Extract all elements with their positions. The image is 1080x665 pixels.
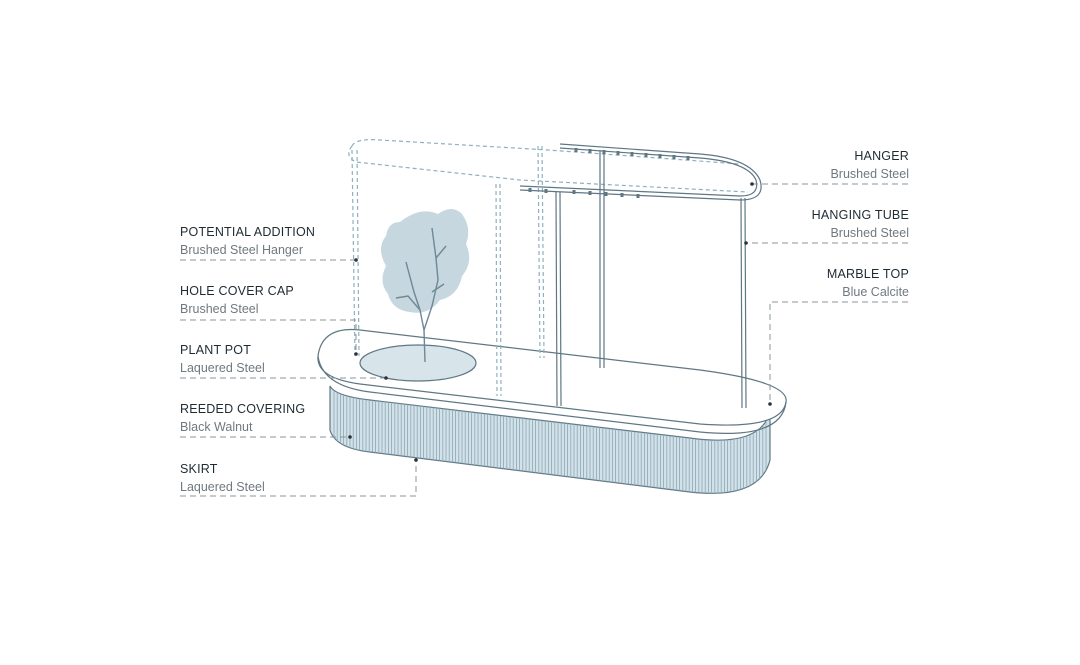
callout-material: Laquered Steel <box>180 479 265 494</box>
tree-trunk <box>395 227 447 363</box>
callout-marble-top: MARBLE TOP Blue Calcite <box>827 268 909 298</box>
callout-potential-addition: POTENTIAL ADDITION Brushed Steel Hanger <box>180 226 315 256</box>
callout-skirt: SKIRT Laquered Steel <box>180 463 265 493</box>
leader-dots <box>348 182 772 462</box>
callout-title: HANGING TUBE <box>811 208 909 222</box>
marble-top-edge <box>317 355 787 434</box>
callout-material: Brushed Steel Hanger <box>180 242 303 257</box>
callout-material: Laquered Steel <box>180 360 265 375</box>
callout-material: Brushed Steel <box>830 225 909 240</box>
callout-title: PLANT POT <box>180 343 252 357</box>
hanger-rail <box>519 143 762 201</box>
callout-hanger: HANGER Brushed Steel <box>830 150 909 180</box>
callout-hole-cover-cap: HOLE COVER CAP Brushed Steel <box>180 285 294 315</box>
leader-marble-top <box>769 301 908 404</box>
callout-material: Brushed Steel <box>830 166 909 181</box>
callout-reeded-covering: REEDED COVERING Black Walnut <box>180 403 305 433</box>
plant-pot <box>359 344 477 382</box>
leader-skirt <box>180 460 417 497</box>
leader-hole-cover-cap <box>180 319 357 354</box>
callout-plant-pot: PLANT POT Laquered Steel <box>180 344 265 374</box>
hanger-hooks <box>528 148 690 198</box>
callout-title: HOLE COVER CAP <box>180 284 294 298</box>
callout-title: HANGER <box>854 149 909 163</box>
callout-title: POTENTIAL ADDITION <box>180 225 316 239</box>
leader-lines <box>180 183 908 497</box>
callout-title: REEDED COVERING <box>180 402 306 416</box>
hanging-tubes <box>555 150 747 409</box>
callout-material: Black Walnut <box>180 419 253 434</box>
potential-addition-hanger <box>348 139 749 397</box>
callout-hanging-tube: HANGING TUBE Brushed Steel <box>812 209 909 239</box>
callout-material: Blue Calcite <box>842 284 909 299</box>
callout-title: MARBLE TOP <box>826 267 909 281</box>
callout-material: Brushed Steel <box>180 301 259 316</box>
callout-title: SKIRT <box>180 462 218 476</box>
tree-foliage <box>381 209 470 313</box>
